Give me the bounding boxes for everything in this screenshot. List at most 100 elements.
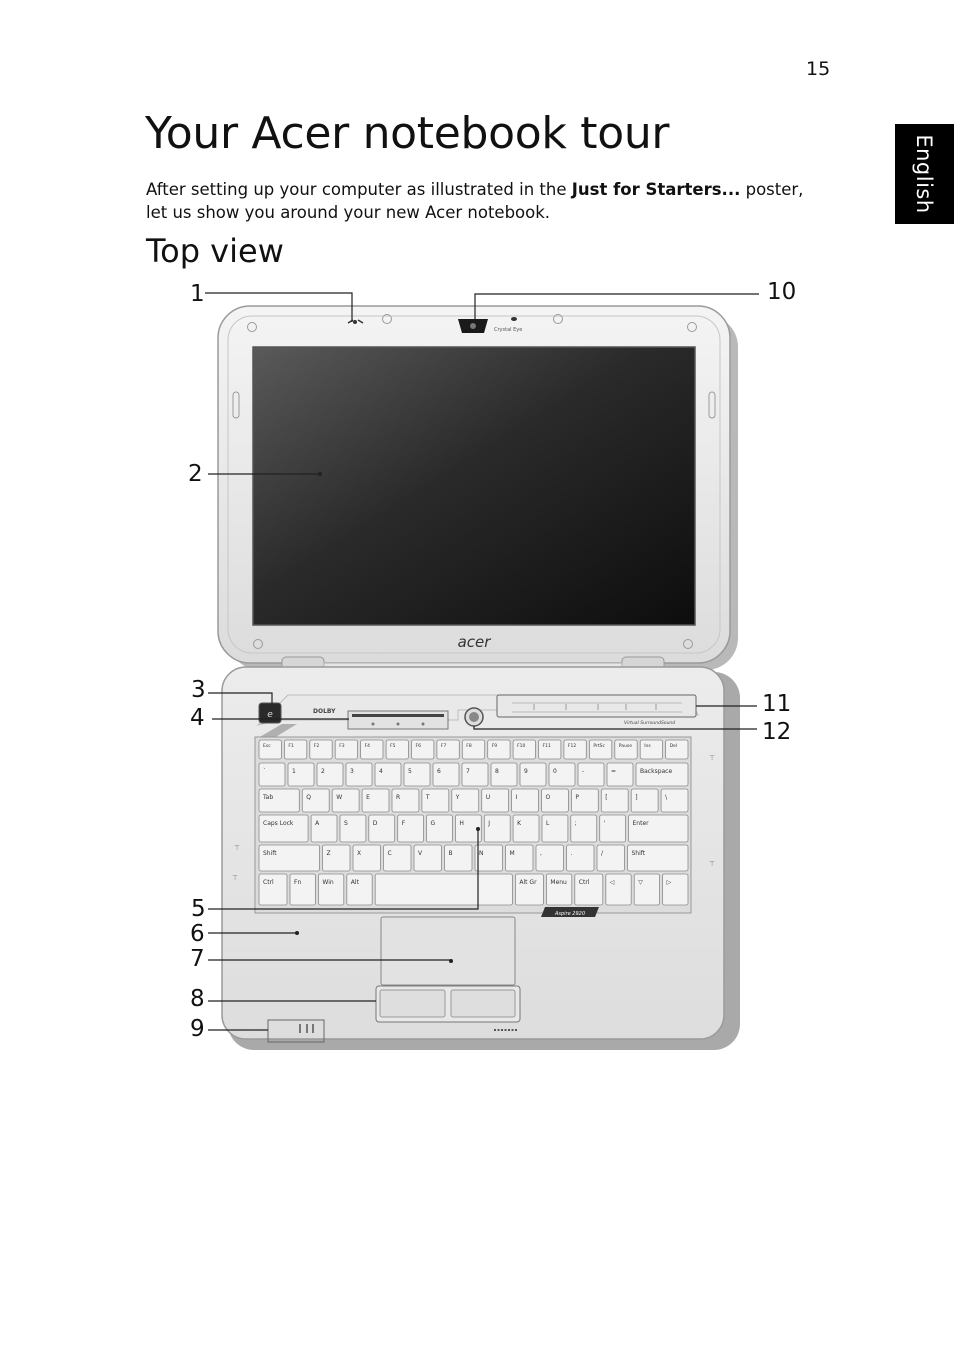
- keyboard-key[interactable]: [451, 788, 480, 813]
- left-click-button[interactable]: [379, 989, 446, 1018]
- keyboard-key[interactable]: [309, 739, 333, 760]
- keyboard-key[interactable]: [301, 788, 330, 813]
- keyboard-key[interactable]: [361, 788, 390, 813]
- keyboard-key[interactable]: [519, 762, 547, 787]
- keyboard-key[interactable]: [283, 739, 308, 760]
- keyboard-key[interactable]: [287, 762, 315, 787]
- keyboard-key[interactable]: [600, 788, 629, 813]
- keyboard-key[interactable]: [426, 814, 453, 843]
- keyboard-key[interactable]: [606, 762, 634, 787]
- keyboard-key-label: Caps Lock: [263, 820, 294, 827]
- keyboard-key[interactable]: [490, 762, 518, 787]
- keyboard-key[interactable]: [574, 873, 604, 906]
- keyboard-key[interactable]: [577, 762, 605, 787]
- keyboard-key[interactable]: [596, 844, 625, 872]
- keyboard-key[interactable]: [258, 762, 286, 787]
- keyboard-key[interactable]: [635, 762, 689, 787]
- keyboard-key[interactable]: [322, 844, 351, 872]
- keyboard-key[interactable]: [589, 739, 613, 760]
- keyboard-key[interactable]: [512, 814, 540, 843]
- keyboard-key[interactable]: [474, 844, 503, 872]
- keyboard-key[interactable]: [511, 788, 539, 813]
- keyboard-key[interactable]: [360, 739, 384, 760]
- keyboard-key[interactable]: [352, 844, 381, 872]
- status-indicators: [347, 710, 449, 730]
- keyboard-key-label: F4: [365, 743, 371, 749]
- touchpad[interactable]: [380, 916, 516, 986]
- keyboard-key[interactable]: [461, 762, 489, 787]
- keyboard-key[interactable]: [515, 873, 544, 906]
- keyboard-key[interactable]: [563, 739, 587, 760]
- keyboard-key-label: B: [449, 850, 453, 857]
- keyboard-key[interactable]: [454, 814, 482, 843]
- keyboard-key[interactable]: [289, 873, 316, 906]
- keyboard-key[interactable]: [331, 788, 360, 813]
- keyboard-key[interactable]: [535, 844, 564, 872]
- keyboard-key[interactable]: [548, 762, 576, 787]
- keyboard-key-label: F7: [441, 743, 447, 749]
- keyboard-key[interactable]: [639, 739, 664, 760]
- keyboard-key[interactable]: [385, 739, 409, 760]
- keyboard-key[interactable]: [541, 814, 569, 843]
- keyboard-key[interactable]: [546, 873, 573, 906]
- keyboard-key[interactable]: [628, 814, 689, 843]
- keyboard-key[interactable]: [630, 788, 659, 813]
- keyboard-key[interactable]: [339, 814, 367, 843]
- keyboard-key[interactable]: [421, 788, 450, 813]
- keyboard-key[interactable]: [258, 844, 320, 872]
- keyboard-key[interactable]: [662, 873, 689, 906]
- svg-text:⊤: ⊤: [709, 754, 715, 762]
- callout-2: 2: [188, 461, 203, 487]
- keyboard-key[interactable]: [374, 762, 402, 787]
- keyboard-key[interactable]: [505, 844, 534, 872]
- keyboard-key[interactable]: [403, 762, 431, 787]
- keyboard-key[interactable]: [571, 788, 599, 813]
- keyboard-key[interactable]: [258, 739, 282, 760]
- keyboard-key[interactable]: [411, 739, 435, 760]
- bumper-top-left: [247, 322, 257, 332]
- keyboard-key[interactable]: [605, 873, 632, 906]
- keyboard-key[interactable]: [461, 739, 486, 760]
- keyboard-key[interactable]: [345, 762, 373, 787]
- empowering-key-e-icon: e: [267, 710, 273, 720]
- keyboard-key[interactable]: [599, 814, 627, 843]
- keyboard-key-label: Alt Gr: [519, 879, 537, 886]
- keyboard-key[interactable]: [660, 788, 689, 813]
- keyboard-key[interactable]: [310, 814, 338, 843]
- keyboard-key-label: U: [486, 794, 490, 801]
- empowering-key[interactable]: [258, 702, 282, 724]
- keyboard-key[interactable]: [317, 873, 345, 906]
- keyboard-key[interactable]: [483, 814, 511, 843]
- keyboard-key[interactable]: [346, 873, 373, 906]
- keyboard-key[interactable]: [258, 873, 288, 906]
- keyboard-key[interactable]: [633, 873, 661, 906]
- keyboard-key[interactable]: [383, 844, 412, 872]
- keyboard-key[interactable]: [566, 844, 595, 872]
- keyboard-key[interactable]: [570, 814, 598, 843]
- keyboard-key[interactable]: [432, 762, 460, 787]
- keyboard-key[interactable]: [436, 739, 460, 760]
- keyboard-key[interactable]: [258, 814, 309, 843]
- keyboard-key[interactable]: [413, 844, 442, 872]
- keyboard-key[interactable]: [258, 788, 300, 813]
- keyboard-key[interactable]: [665, 739, 689, 760]
- keyboard-key[interactable]: [487, 739, 511, 760]
- keyboard-key[interactable]: [397, 814, 425, 843]
- keyboard-key-label: L: [546, 820, 550, 827]
- keyboard-key[interactable]: [481, 788, 510, 813]
- keyboard-key[interactable]: [391, 788, 420, 813]
- keyboard-key[interactable]: [627, 844, 689, 872]
- keyboard-key[interactable]: [538, 739, 562, 760]
- keyboard-key[interactable]: [374, 873, 513, 906]
- keyboard-key[interactable]: [444, 844, 473, 872]
- keyboard-key[interactable]: [541, 788, 569, 813]
- keyboard-key[interactable]: [614, 739, 638, 760]
- right-click-button[interactable]: [450, 989, 516, 1018]
- keyboard-key-label: Shift: [632, 850, 646, 857]
- keyboard-key[interactable]: [316, 762, 344, 787]
- keyboard-key[interactable]: [512, 739, 536, 760]
- keyboard-key[interactable]: [368, 814, 396, 843]
- media-control-keys[interactable]: [496, 694, 697, 718]
- keyboard-key[interactable]: [334, 739, 359, 760]
